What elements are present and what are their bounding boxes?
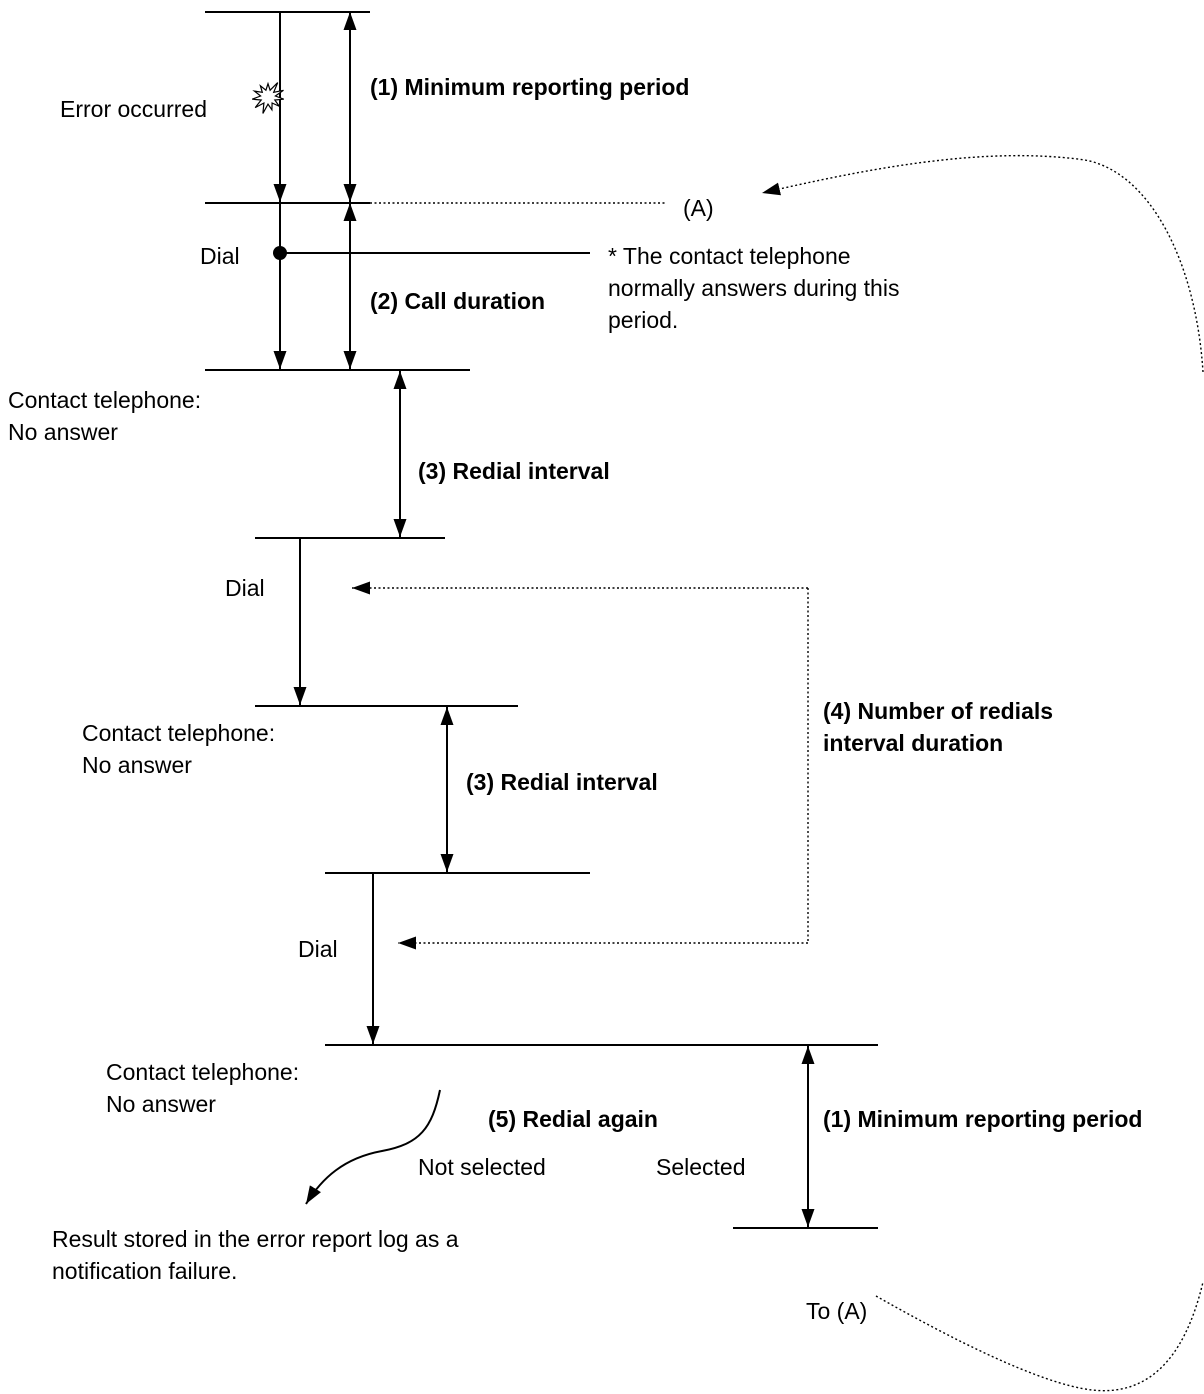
dial-label-3: Dial <box>298 936 338 962</box>
redial-interval-label-1: (3) Redial interval <box>418 458 610 484</box>
not-selected-label: Not selected <box>418 1154 546 1180</box>
answer-note-line-1: * The contact telephone <box>608 243 851 269</box>
min-reporting-period-label-bottom: (1) Minimum reporting period <box>823 1106 1142 1132</box>
failure-note-line-1: Result stored in the error report log as… <box>52 1226 459 1252</box>
redial-count-label-line-2: interval duration <box>823 730 1003 756</box>
contact-result-3-line-1: Contact telephone: <box>106 1059 299 1085</box>
contact-result-3-line-2: No answer <box>106 1091 216 1117</box>
not-selected-arrow <box>305 1089 441 1205</box>
marker-a-label: (A) <box>683 195 714 221</box>
contact-result-1-line-1: Contact telephone: <box>8 387 201 413</box>
redial-interval-label-2: (3) Redial interval <box>466 769 658 795</box>
redial-count-label-line-1: (4) Number of redials <box>823 698 1053 724</box>
error-occurred-label: Error occurred <box>60 96 207 122</box>
redial-again-label: (5) Redial again <box>488 1106 658 1132</box>
error-starburst-icon <box>251 81 285 114</box>
dial-label-2: Dial <box>225 575 265 601</box>
contact-result-1-line-2: No answer <box>8 419 118 445</box>
return-to-a-label: To (A) <box>806 1298 867 1324</box>
selected-label: Selected <box>656 1154 746 1180</box>
answer-note-line-2: normally answers during this <box>608 275 899 301</box>
loop-back-path-bottom <box>875 1281 1204 1392</box>
failure-note-line-2: notification failure. <box>52 1258 237 1284</box>
min-reporting-period-label-top: (1) Minimum reporting period <box>370 74 689 100</box>
contact-result-2-line-2: No answer <box>82 752 192 778</box>
contact-result-2-line-1: Contact telephone: <box>82 720 275 746</box>
answer-note-line-3: period. <box>608 307 678 333</box>
dial-label-1: Dial <box>200 243 240 269</box>
call-duration-label: (2) Call duration <box>370 288 545 314</box>
